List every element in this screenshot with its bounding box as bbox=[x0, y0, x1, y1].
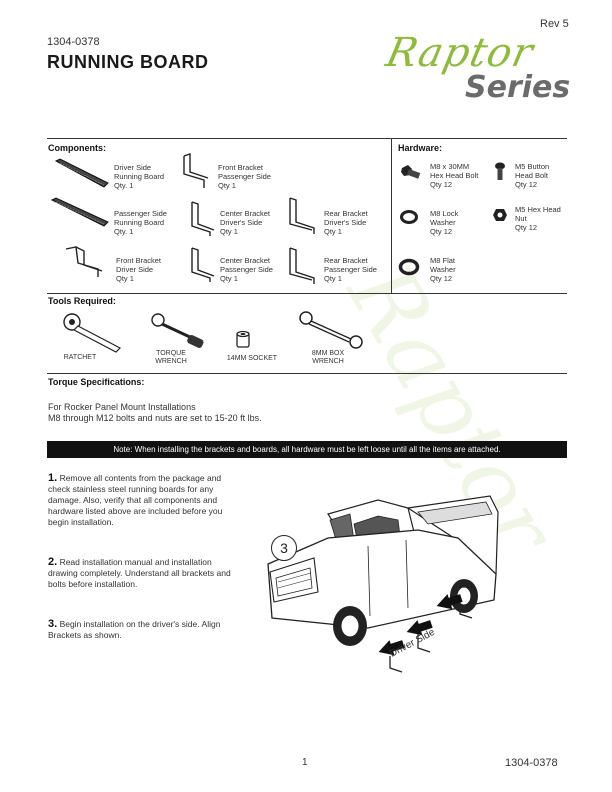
footer-part-number: 1304-0378 bbox=[505, 757, 558, 769]
logo-word: Series bbox=[465, 70, 571, 105]
front-bracket-passenger-icon bbox=[183, 153, 209, 188]
hardware-divider bbox=[391, 139, 392, 293]
center-bracket-driver-icon bbox=[191, 201, 215, 236]
revision-label: Rev 5 bbox=[540, 18, 569, 30]
step-callout: 3 bbox=[271, 535, 297, 561]
rear-bracket-driver-icon bbox=[289, 197, 315, 234]
flat-washer-icon bbox=[398, 258, 420, 276]
page-title: RUNNING BOARD bbox=[47, 52, 209, 72]
components-top-rule bbox=[47, 138, 567, 139]
passenger-running-board-icon bbox=[50, 197, 109, 227]
step-1-number: 1. bbox=[48, 472, 58, 484]
step-3-text: Begin installation on the driver's side.… bbox=[48, 619, 221, 640]
hex-nut-icon bbox=[493, 209, 507, 221]
step-1-text: Remove all contents from the package and… bbox=[48, 473, 223, 527]
tools-heading: Tools Required: bbox=[48, 296, 116, 306]
tool-label-ratchet: RATCHET bbox=[63, 354, 97, 361]
page-number: 1 bbox=[302, 757, 308, 768]
step-callout-number: 3 bbox=[280, 540, 288, 556]
hardware-heading: Hardware: bbox=[398, 143, 443, 153]
front-bracket-driver-icon bbox=[65, 246, 103, 277]
lock-washer-icon bbox=[400, 210, 418, 224]
note-bar: Note: When installing the brackets and b… bbox=[47, 441, 567, 458]
part-number: 1304-0378 bbox=[47, 36, 100, 48]
box-wrench-icon bbox=[299, 311, 363, 349]
button-bolt-icon bbox=[495, 162, 505, 180]
rear-bracket-passenger-icon bbox=[289, 247, 315, 284]
step-1: 1. Remove all contents from the package … bbox=[48, 473, 238, 528]
hex-bolt-icon bbox=[401, 165, 421, 179]
socket-icon bbox=[236, 330, 250, 348]
torque-specs: For Rocker Panel Mount Installations M8 … bbox=[48, 402, 262, 424]
tool-label-socket: 14MM SOCKET bbox=[226, 355, 278, 362]
torque-line-2: M8 through M12 bolts and nuts are set to… bbox=[48, 413, 262, 423]
ratchet-icon bbox=[63, 313, 122, 353]
center-bracket-passenger-icon bbox=[191, 247, 215, 282]
raptor-series-logo: Raptor Series bbox=[375, 30, 575, 110]
step-2-number: 2. bbox=[48, 556, 58, 568]
tools-top-rule bbox=[47, 293, 567, 294]
torque-top-rule bbox=[47, 373, 567, 374]
step-3: 3. Begin installation on the driver's si… bbox=[48, 619, 238, 641]
step-2-text: Read installation manual and installatio… bbox=[48, 557, 231, 589]
driver-running-board-icon bbox=[54, 158, 109, 188]
step-3-number: 3. bbox=[48, 618, 58, 630]
step-2: 2. Read installation manual and installa… bbox=[48, 557, 238, 590]
truck-illustration bbox=[267, 495, 499, 673]
torque-heading: Torque Specifications: bbox=[48, 377, 145, 387]
torque-line-1: For Rocker Panel Mount Installations bbox=[48, 402, 196, 412]
components-heading: Components: bbox=[48, 143, 106, 153]
torque-wrench-icon bbox=[151, 313, 204, 348]
